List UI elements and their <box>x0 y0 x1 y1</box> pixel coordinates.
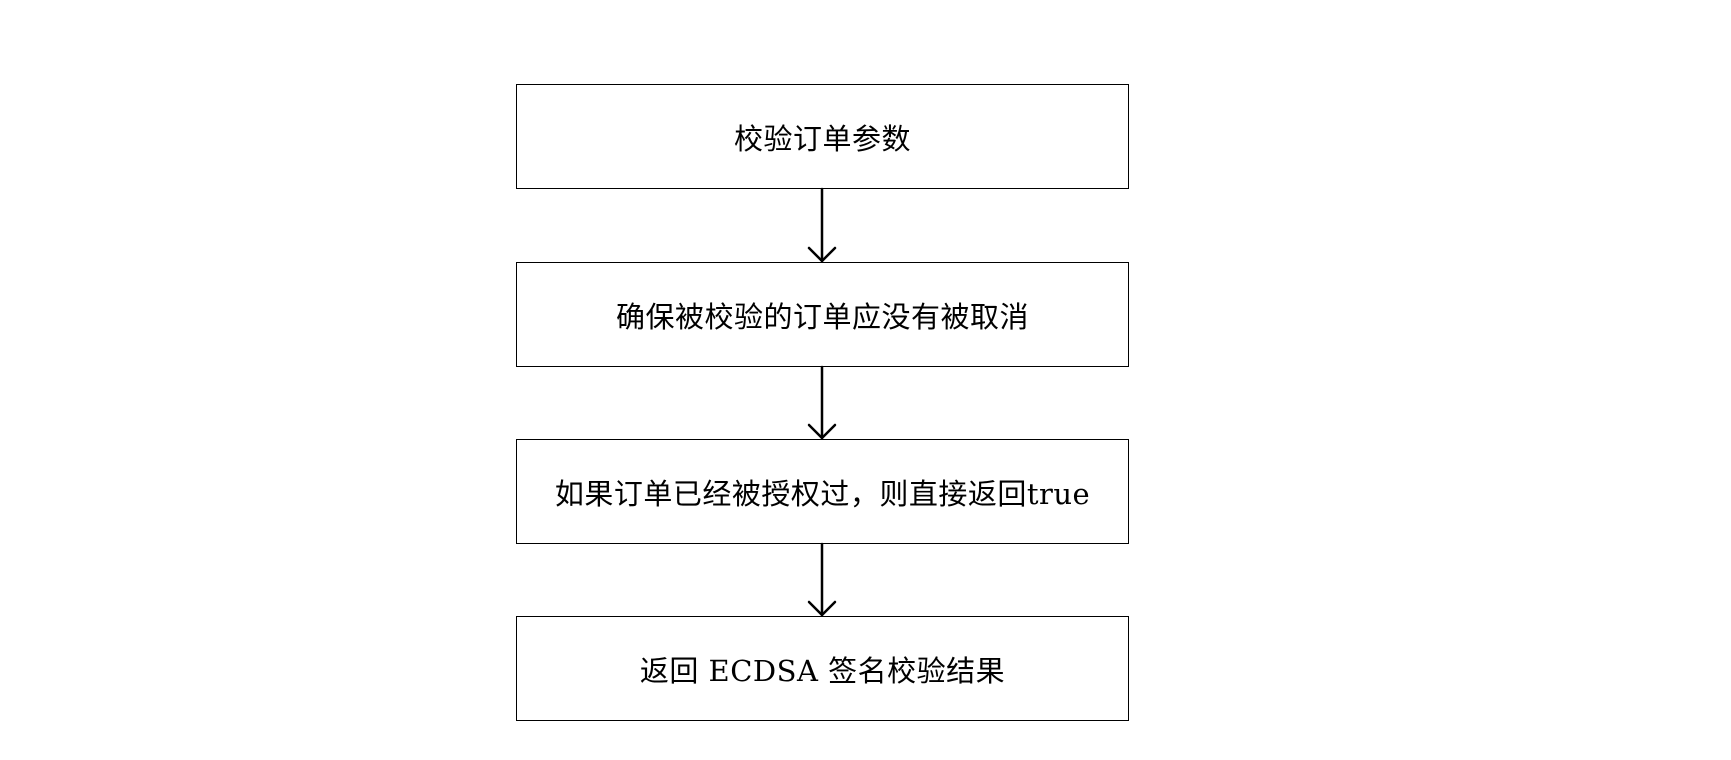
arrow-step2-to-step3 <box>807 365 837 440</box>
flow-step-1-label: 校验订单参数 <box>733 121 911 156</box>
flow-step-2: 确保被校验的订单应没有被取消 <box>516 262 1129 367</box>
flow-step-3: 如果订单已经被授权过，则直接返回true <box>516 439 1129 544</box>
arrow-step1-to-step2 <box>807 187 837 263</box>
flow-step-1: 校验订单参数 <box>516 84 1129 189</box>
arrow-step3-to-step4 <box>807 542 837 617</box>
flow-step-2-label: 确保被校验的订单应没有被取消 <box>615 299 1029 334</box>
flow-step-4: 返回 ECDSA 签名校验结果 <box>516 616 1129 721</box>
flow-step-3-label: 如果订单已经被授权过，则直接返回true <box>554 476 1091 511</box>
flow-step-4-label: 返回 ECDSA 签名校验结果 <box>639 653 1006 688</box>
